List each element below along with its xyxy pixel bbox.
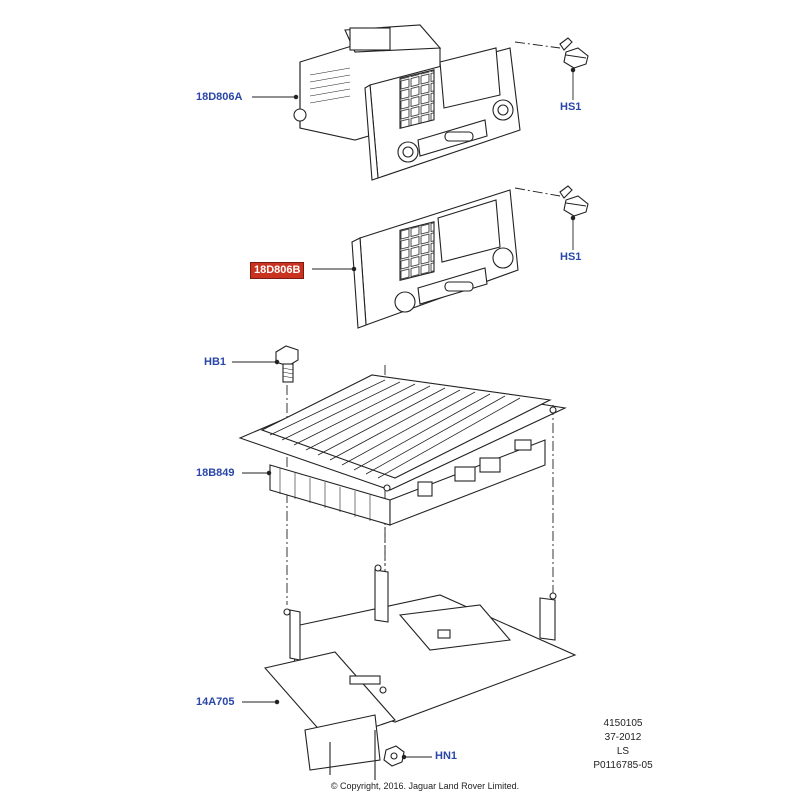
callout-18d806a[interactable]: 18D806A	[196, 91, 243, 103]
head-unit-18d806b	[351, 189, 519, 329]
copyright-notice: © Copyright, 2016. Jaguar Land Rover Lim…	[330, 781, 520, 791]
callout-hn1[interactable]: HN1	[435, 750, 458, 762]
screw-hs1-mid	[559, 185, 589, 217]
callout-18d806b[interactable]: 18D806B	[250, 262, 305, 279]
bolt-hb1	[275, 345, 299, 383]
callout-hs1-top[interactable]: HS1	[560, 101, 582, 113]
head-unit-18d806a	[293, 24, 521, 181]
callout-hs1-mid[interactable]: HS1	[560, 251, 582, 263]
reference-block: 4150105 37-2012 LS P0116785-05	[578, 717, 668, 773]
callout-18b849[interactable]: 18B849	[196, 467, 235, 479]
ref-line-2: 37-2012	[604, 732, 642, 743]
bracket-14a705	[263, 564, 577, 780]
ref-line-4: P0116785-05	[593, 760, 653, 771]
nut-hn1	[383, 745, 405, 767]
callout-hb1[interactable]: HB1	[204, 356, 227, 368]
leader-lines	[232, 67, 576, 760]
callout-14a705[interactable]: 14A705	[196, 696, 235, 708]
amplifier-18b849	[238, 374, 567, 526]
ref-line-3: LS	[616, 746, 630, 757]
ref-line-1: 4150105	[603, 718, 643, 729]
screw-hs1-top	[559, 37, 589, 69]
